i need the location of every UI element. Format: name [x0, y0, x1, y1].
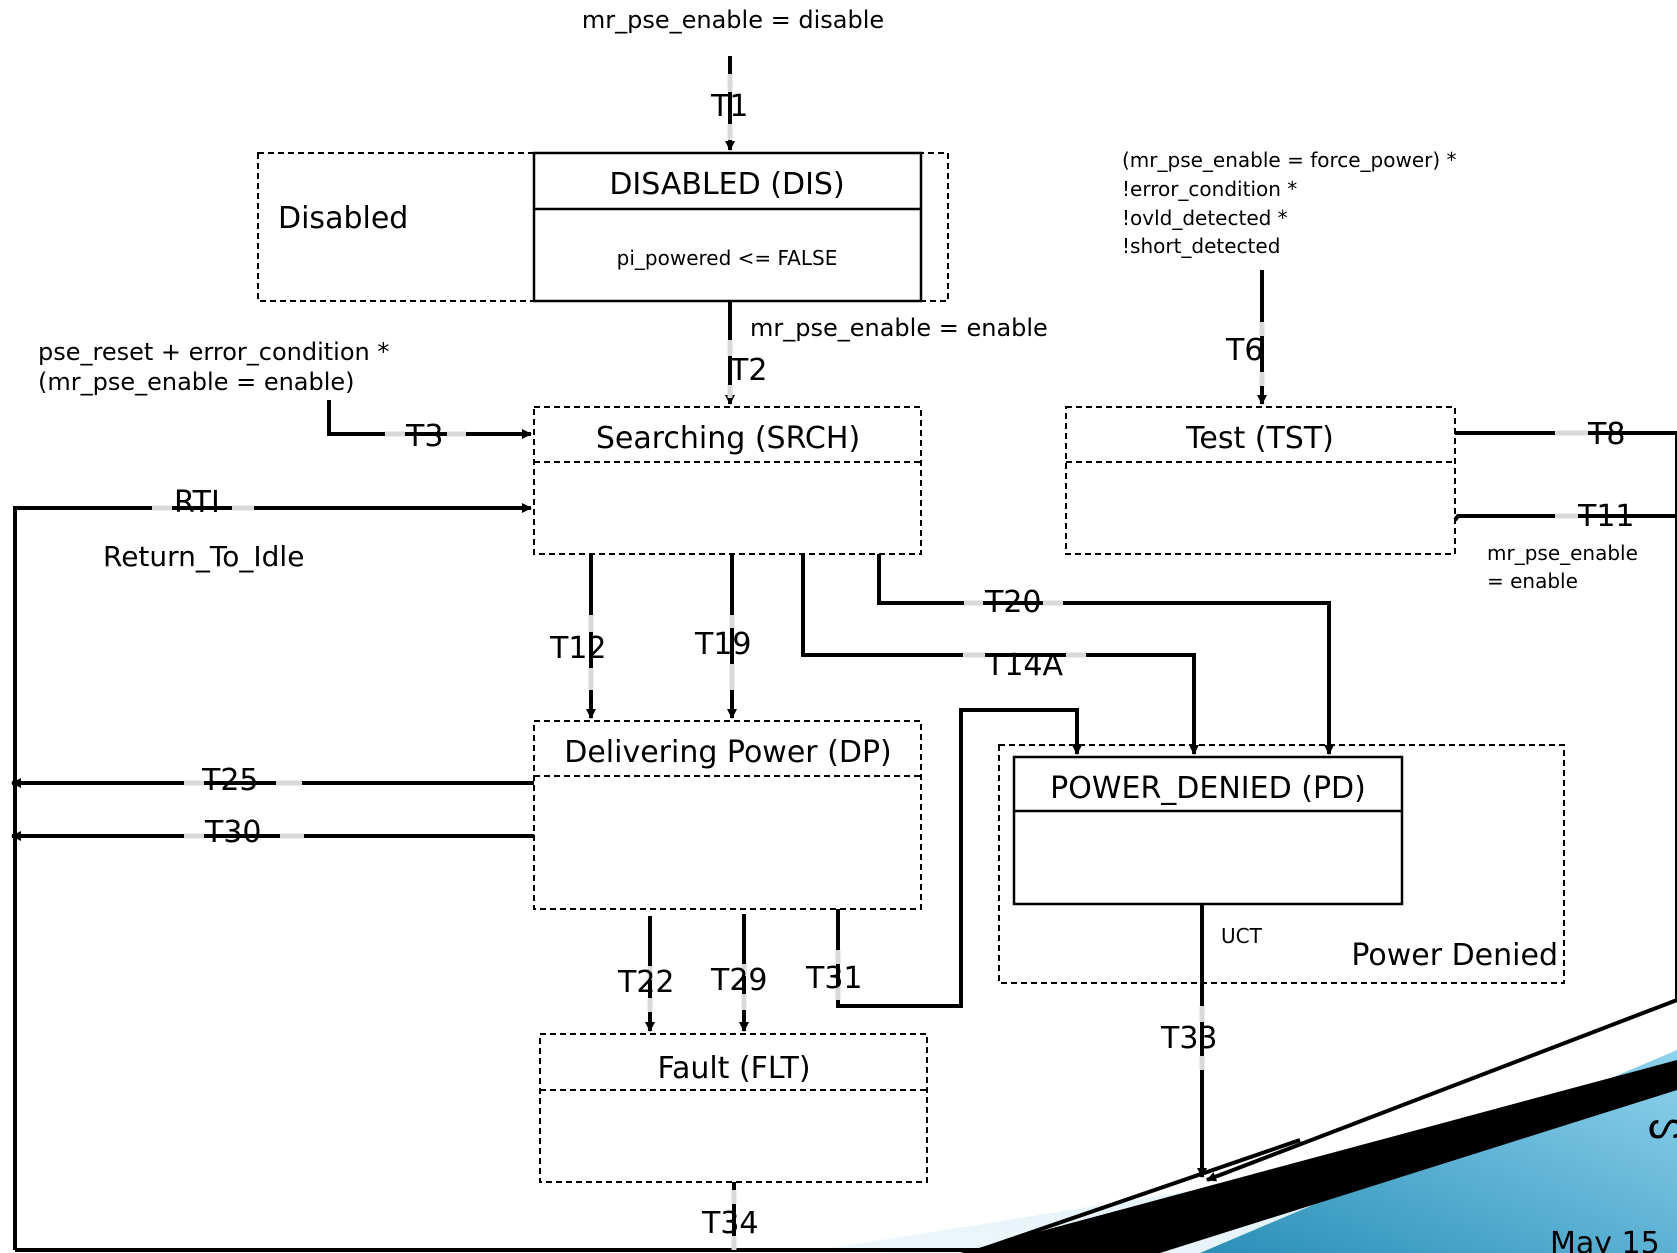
power-denied-group-frame: [998, 744, 1565, 984]
state-searching: [533, 406, 922, 555]
condition-t1: mr_pse_enable = disable: [582, 6, 884, 34]
label-t6: T6: [1225, 333, 1263, 368]
label-t2: T2: [729, 353, 767, 388]
state-power-denied: [1012, 755, 1404, 906]
state-test-title: Test (TST): [1185, 421, 1334, 456]
label-t11: T11: [1577, 499, 1635, 534]
condition-t2: mr_pse_enable = enable: [750, 314, 1048, 342]
label-t3: T3: [405, 419, 443, 454]
state-fault-title: Fault (FLT): [657, 1051, 810, 1086]
label-t29: T29: [710, 963, 768, 998]
state-searching-title: Searching (SRCH): [596, 421, 860, 456]
condition-t11-line2: = enable: [1487, 569, 1578, 593]
state-disabled-action: pi_powered <= FALSE: [617, 246, 838, 270]
transition-t8-return: [1206, 433, 1677, 1182]
state-delivering-power-title: Delivering Power (DP): [564, 735, 892, 770]
label-t33: T33: [1160, 1021, 1218, 1056]
state-disabled: [532, 151, 923, 303]
condition-t6-line2: !error_condition *: [1122, 177, 1297, 201]
state-delivering-power: [533, 720, 922, 910]
state-power-denied-title: POWER_DENIED (PD): [1050, 771, 1366, 806]
label-t1: T1: [710, 89, 748, 124]
state-fault: [539, 1033, 928, 1183]
condition-t3-line2: (mr_pse_enable = enable): [38, 368, 355, 396]
transition-t14a: [801, 554, 1199, 755]
label-t12: T12: [549, 631, 607, 666]
condition-t6-line3: !ovld_detected *: [1122, 206, 1288, 230]
condition-t3-line1: pse_reset + error_condition *: [38, 338, 389, 366]
label-t8: T8: [1587, 417, 1625, 452]
transition-t20: [877, 554, 1334, 755]
label-t20: T20: [984, 585, 1042, 620]
footer-date: May 15: [1550, 1226, 1660, 1253]
transition-t11: [1453, 513, 1677, 522]
state-disabled-title: DISABLED (DIS): [609, 167, 844, 202]
label-t34: T34: [701, 1206, 759, 1241]
condition-uct: UCT: [1221, 924, 1263, 948]
slide-number: ᔕ: [1648, 1102, 1677, 1148]
label-t14a: T14A: [985, 648, 1063, 683]
group-power-denied-label: Power Denied: [1351, 938, 1558, 973]
condition-t11-line1: mr_pse_enable: [1487, 541, 1638, 565]
label-t25: T25: [201, 763, 259, 798]
transition-rti: [13, 503, 1301, 1252]
state-test: [1065, 406, 1456, 555]
label-t31: T31: [805, 961, 863, 996]
label-t19: T19: [694, 627, 752, 662]
label-t22: T22: [617, 965, 675, 1000]
condition-t6-line4: !short_detected: [1122, 234, 1280, 258]
label-rti: RTI: [174, 485, 220, 520]
condition-t6-line1: (mr_pse_enable = force_power) *: [1122, 148, 1457, 172]
group-return-to-idle-label: Return_To_Idle: [103, 540, 304, 573]
label-t30: T30: [204, 815, 262, 850]
group-disabled-label: Disabled: [278, 201, 408, 236]
transition-t31: [835, 708, 1082, 1008]
slide-decoration: [800, 1050, 1677, 1253]
transition-t3: [327, 400, 532, 439]
